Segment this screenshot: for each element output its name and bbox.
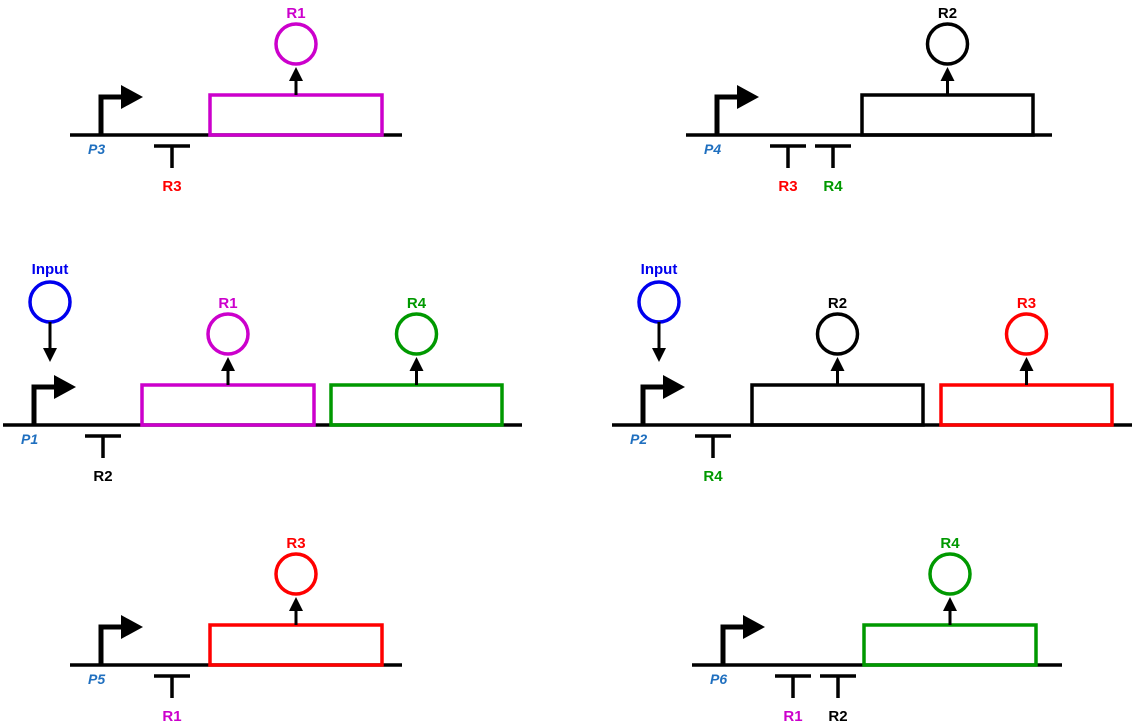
protein-circle <box>1004 312 1049 356</box>
gene-box <box>329 383 504 427</box>
promoter-arrow <box>31 384 56 425</box>
promoter-label: P5 <box>88 671 105 687</box>
repressor-label: R2 <box>93 468 112 485</box>
protein-label: R4 <box>407 295 427 312</box>
promoter-arrowhead <box>737 85 759 109</box>
expression-arrowhead <box>289 597 303 611</box>
promoter-arrowhead <box>663 375 685 399</box>
expression-arrowhead <box>409 357 424 371</box>
repressor-label: R3 <box>778 178 797 195</box>
repressor-label: R4 <box>703 468 723 485</box>
protein-label: R1 <box>286 5 305 22</box>
protein-circle <box>274 552 318 596</box>
gene-box <box>140 383 316 427</box>
protein-label: R4 <box>940 535 960 552</box>
input-circle <box>637 280 681 324</box>
gene-box <box>750 383 925 427</box>
protein-label: R3 <box>286 535 305 552</box>
promoter-arrowhead <box>743 615 765 639</box>
expression-arrowhead <box>940 67 955 81</box>
input-label: Input <box>641 261 678 278</box>
protein-circle <box>274 22 318 66</box>
expression-arrowhead <box>1019 357 1034 371</box>
expression-arrowhead <box>830 357 845 371</box>
protein-circle <box>206 312 250 356</box>
gene-box <box>208 93 384 137</box>
promoter-arrowhead <box>121 85 143 109</box>
protein-label: R3 <box>1017 295 1036 312</box>
expression-arrowhead <box>221 357 235 371</box>
repressor-label: R1 <box>783 708 802 725</box>
promoter-label: P1 <box>21 431 38 447</box>
protein-circle <box>928 552 972 596</box>
expression-arrowhead <box>289 67 303 81</box>
input-label: Input <box>32 261 69 278</box>
input-arrowhead <box>43 348 57 362</box>
gene-box <box>862 623 1038 667</box>
gene-box <box>939 383 1114 427</box>
protein-circle <box>815 312 860 356</box>
input-circle <box>28 280 72 324</box>
promoter-arrowhead <box>121 615 143 639</box>
promoter-arrow <box>640 384 665 425</box>
expression-arrowhead <box>943 597 957 611</box>
input-arrowhead <box>652 348 666 362</box>
protein-label: R1 <box>218 295 237 312</box>
promoter-arrow <box>98 94 123 135</box>
promoter-label: P3 <box>88 141 105 157</box>
protein-circle <box>925 22 970 66</box>
protein-label: R2 <box>938 5 957 22</box>
promoter-label: P2 <box>630 431 647 447</box>
gene-box <box>860 93 1035 137</box>
protein-label: R2 <box>828 295 847 312</box>
promoter-arrow <box>98 624 123 665</box>
gene-box <box>208 623 384 667</box>
promoter-label: P6 <box>710 671 727 687</box>
repressor-label: R4 <box>823 178 843 195</box>
repressor-label: R2 <box>828 708 847 725</box>
promoter-arrow <box>720 624 745 665</box>
promoter-label: P4 <box>704 141 721 157</box>
protein-circle <box>394 312 439 356</box>
repressor-label: R3 <box>162 178 181 195</box>
repressor-label: R1 <box>162 708 181 725</box>
promoter-arrowhead <box>54 375 76 399</box>
promoter-arrow <box>714 94 739 135</box>
